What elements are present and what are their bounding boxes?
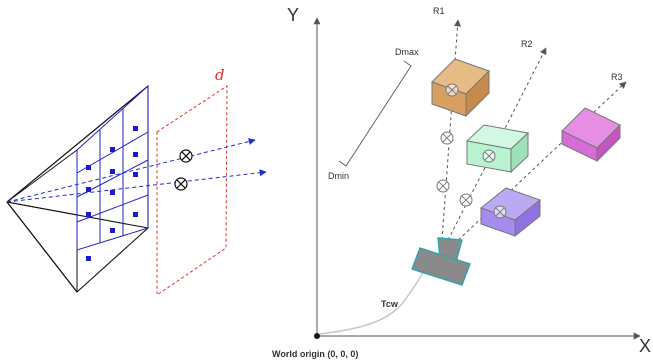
cube-r1 (431, 58, 490, 118)
dmin-label: Dmin (328, 171, 349, 181)
ray-label-r2: R2 (521, 39, 533, 49)
transform-label: Tcw (381, 299, 399, 309)
pixel-dot (133, 152, 138, 157)
cube-r3-far (561, 107, 621, 163)
axis-y-label: Y (287, 5, 299, 25)
sampling-rays (441, 19, 627, 245)
ray-plane-intersection-icon (174, 177, 188, 191)
ray-lower (6, 169, 267, 203)
dmax-label: Dmax (395, 47, 419, 57)
sample-point-icon (440, 131, 454, 145)
pixel-dot (110, 169, 115, 174)
pixel-dot (110, 228, 115, 233)
ray-r1 (441, 19, 462, 241)
pixel-dot (133, 212, 138, 217)
ray-label-r3: R3 (611, 72, 623, 82)
camera-icon (411, 237, 471, 286)
ray-label-r1: R1 (433, 6, 445, 16)
axis-x-label: X (639, 336, 651, 356)
depth-plane (156, 85, 228, 296)
depth-range-bracket (338, 60, 412, 167)
pixel-dot (86, 187, 91, 192)
sample-point-icon (459, 193, 473, 207)
cube-r3-near (479, 187, 542, 238)
sample-point-icon (445, 83, 459, 97)
pixel-rays (6, 138, 267, 203)
pixel-dot (86, 165, 91, 170)
left-panel: d (6, 66, 267, 296)
pixel-dot (133, 172, 138, 177)
pixel-dot (86, 256, 91, 261)
depth-plane-label: d (215, 66, 225, 84)
pixel-dot (133, 126, 138, 131)
cube-r2 (465, 124, 530, 174)
world-axes (313, 17, 641, 340)
pixel-centers (86, 126, 138, 261)
world-origin-label: World origin (0, 0, 0) (272, 349, 358, 359)
right-panel: Y X World origin (0, 0, 0) Tcw Dmax Dmin… (272, 5, 651, 359)
ray-plane-intersection-icon (179, 149, 193, 163)
pixel-dot (110, 190, 115, 195)
sample-point-icon (493, 205, 507, 219)
sample-point-icon (482, 149, 496, 163)
pixel-dot (110, 147, 115, 152)
sample-point-icon (436, 179, 450, 193)
pixel-dot (86, 212, 91, 217)
ray-upper (6, 138, 256, 203)
world-origin-dot (314, 333, 320, 339)
